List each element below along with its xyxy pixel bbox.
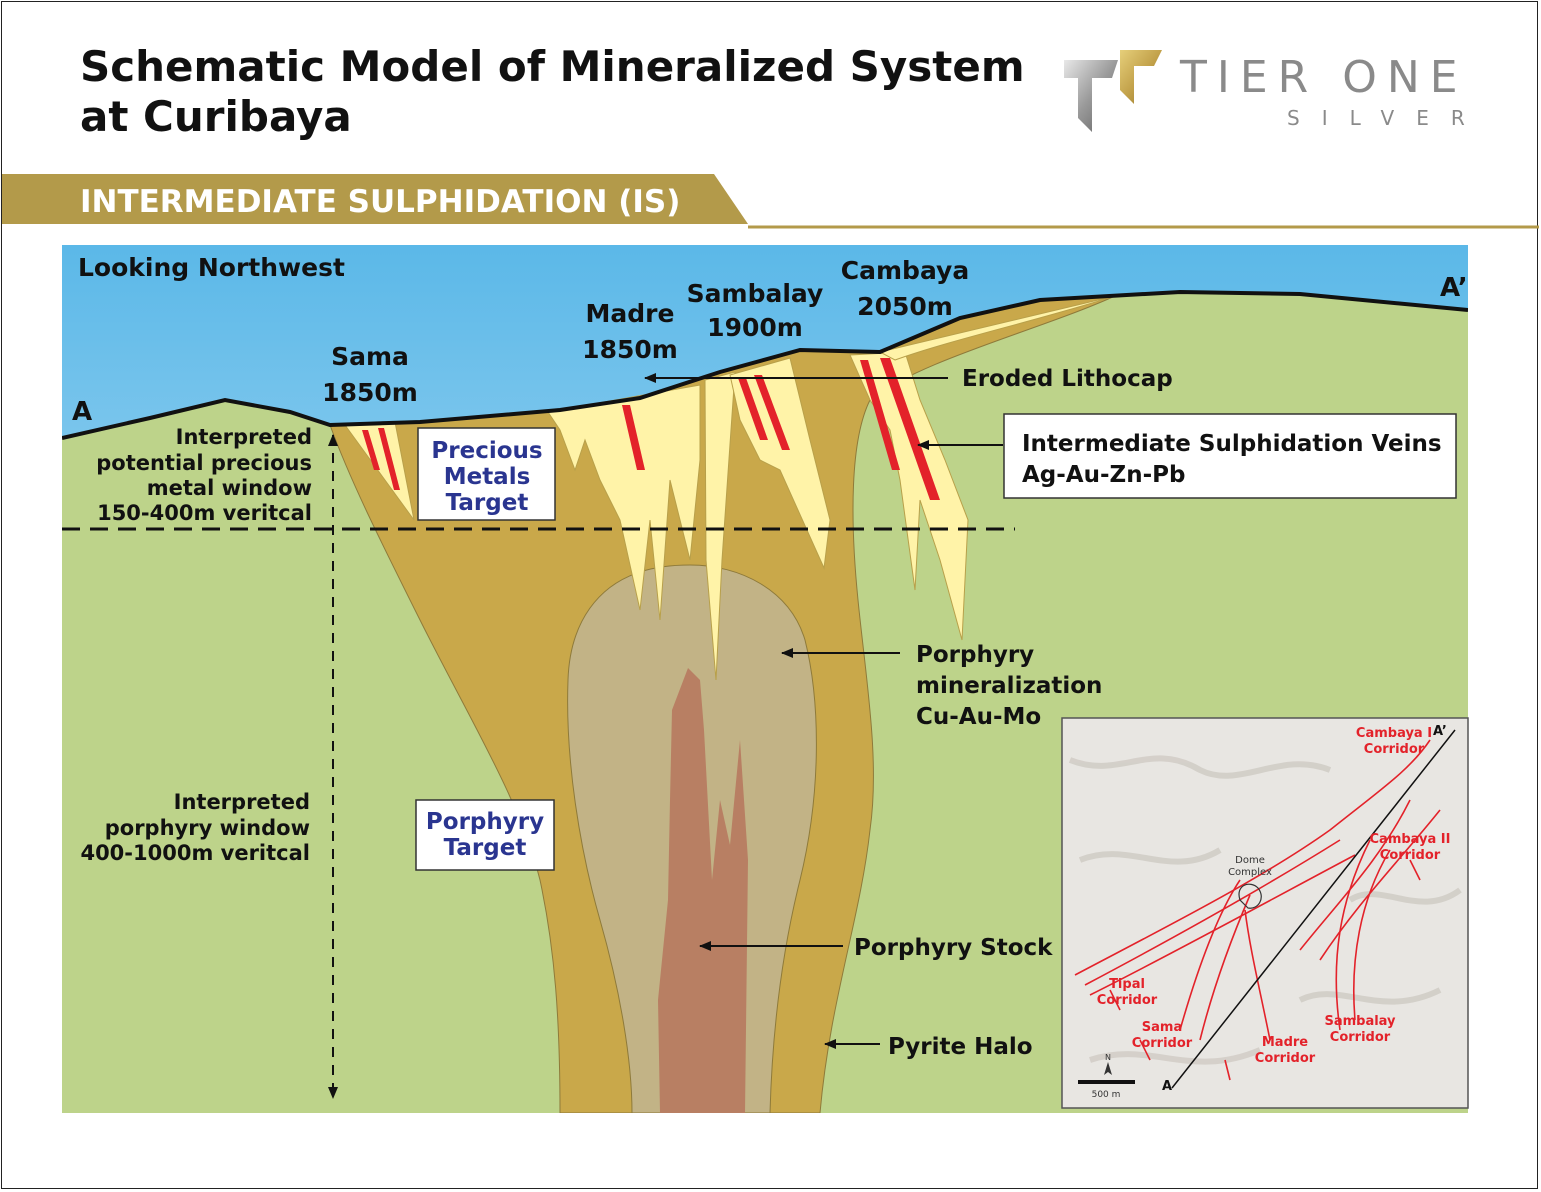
porphyry-min-line-3: Cu-Au-Mo xyxy=(916,704,1041,730)
logo-name: TIER ONE xyxy=(1180,52,1468,103)
section-banner xyxy=(2,174,1539,229)
pm-target-line-3: Target xyxy=(446,490,529,516)
madre-corr-label-1: Madre xyxy=(1262,1035,1308,1050)
cambaya-elev: 2050m xyxy=(857,292,953,321)
is-veins xyxy=(362,358,940,500)
madre-corr-label-2: Corridor xyxy=(1255,1051,1316,1066)
porphyry-min-line-2: mineralization xyxy=(916,673,1102,699)
cambaya2-label-2: Corridor xyxy=(1380,848,1441,863)
lithocap xyxy=(344,295,1116,681)
por-window-line-1: Interpreted xyxy=(174,790,310,814)
topography-line xyxy=(62,289,1468,440)
sama-corr-label-1: Sama xyxy=(1142,1020,1182,1035)
por-window-line-2: porphyry window xyxy=(105,816,310,840)
cambaya1-label-1: Cambaya I xyxy=(1356,726,1432,741)
sambalay-name: Sambalay xyxy=(687,279,824,308)
veins-callout-box xyxy=(1003,413,1457,499)
pm-window-line-1: Interpreted xyxy=(176,425,312,449)
inset-map xyxy=(1061,717,1469,1109)
title-line-1: Schematic Model of Mineralized System xyxy=(80,42,1025,91)
cambaya1-label-2: Corridor xyxy=(1364,742,1425,757)
view-direction-label: Looking Northwest xyxy=(78,253,345,282)
sama-name: Sama xyxy=(331,342,409,371)
porphyry-min-line-1: Porphyry xyxy=(916,642,1034,668)
por-target-line-2: Target xyxy=(444,835,527,861)
por-window-line-3: 400-1000m veritcal xyxy=(80,841,310,865)
sama-elev: 1850m xyxy=(322,378,418,407)
stock-label: Porphyry Stock xyxy=(854,935,1053,961)
banner-title: INTERMEDIATE SULPHIDATION (IS) xyxy=(80,184,681,220)
pm-window-line-2: potential precious xyxy=(96,451,312,475)
inset-a-prime-label: A’ xyxy=(1433,724,1447,739)
madre-elev: 1850m xyxy=(582,335,678,364)
tipal-label-1: Tipal xyxy=(1109,977,1145,992)
sambalay-corr-label-1: Sambalay xyxy=(1324,1014,1396,1029)
end-a-label: A xyxy=(72,397,92,427)
pm-target-line-1: Precious xyxy=(431,438,542,464)
madre-name: Madre xyxy=(586,299,675,328)
por-target-box xyxy=(415,799,555,871)
pm-target-box xyxy=(417,427,556,521)
end-a-prime-label: A’ xyxy=(1440,273,1468,303)
dome-label-2: Complex xyxy=(1228,867,1272,878)
sama-corr-label-2: Corridor xyxy=(1132,1036,1193,1051)
lithocap-label: Eroded Lithocap xyxy=(962,366,1173,392)
inset-a-label: A xyxy=(1162,1079,1172,1094)
veins-line-2: Ag-Au-Zn-Pb xyxy=(1022,462,1185,488)
porphyry-stock xyxy=(658,668,748,1113)
sambalay-elev: 1900m xyxy=(707,313,803,342)
tier-one-logo-icon xyxy=(1064,50,1162,132)
cambaya2-label-1: Cambaya II xyxy=(1370,832,1451,847)
por-target-line-1: Porphyry xyxy=(426,809,544,835)
logo-subname: SILVER xyxy=(1287,106,1487,130)
veins-line-1: Intermediate Sulphidation Veins xyxy=(1022,431,1442,457)
north-label: N xyxy=(1105,1053,1111,1062)
pm-window-line-4: 150-400m veritcal xyxy=(97,501,312,525)
dome-label-1: Dome xyxy=(1235,855,1265,866)
sambalay-corr-label-2: Corridor xyxy=(1330,1030,1391,1045)
halo-label: Pyrite Halo xyxy=(888,1034,1033,1060)
cambaya-name: Cambaya xyxy=(841,256,969,285)
pm-window-line-3: metal window xyxy=(147,476,312,500)
scale-label: 500 m xyxy=(1092,1090,1121,1100)
pm-target-line-2: Metals xyxy=(444,464,531,490)
tipal-label-2: Corridor xyxy=(1097,993,1158,1008)
title-line-2: at Curibaya xyxy=(80,92,352,141)
